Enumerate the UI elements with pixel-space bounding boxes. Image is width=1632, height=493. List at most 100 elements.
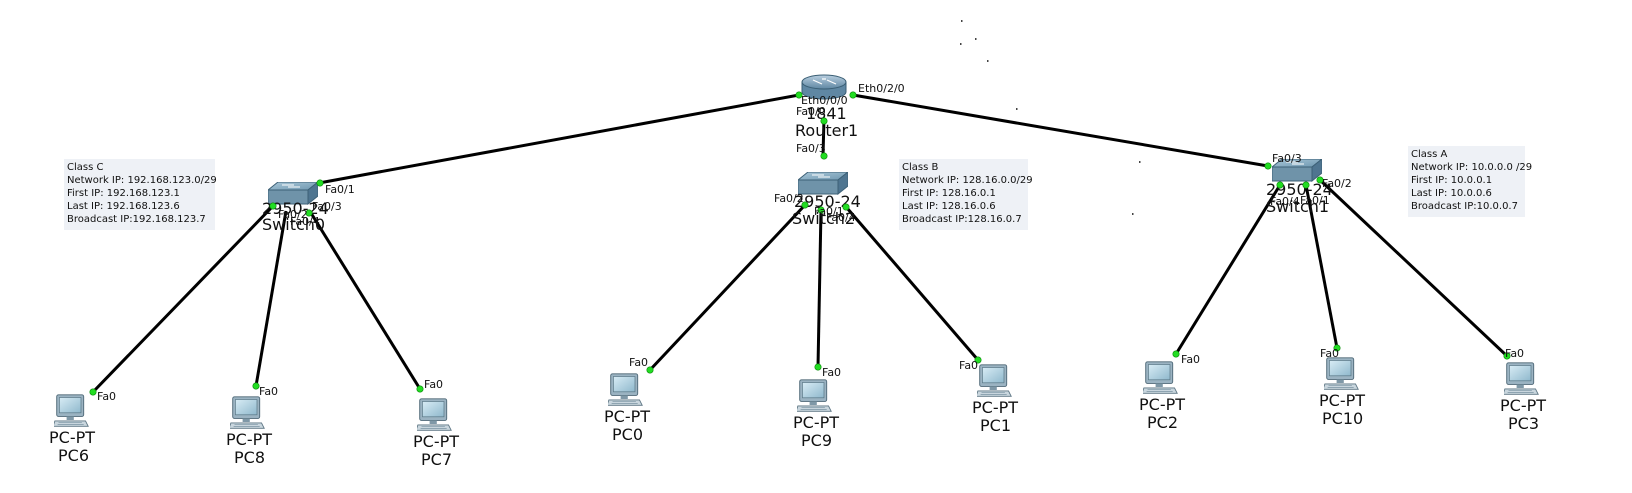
switch-right[interactable]: 2950-24 Switch1 xyxy=(1266,159,1333,216)
pc-name-label: PC8 xyxy=(234,448,265,467)
canvas-specks xyxy=(960,20,1141,215)
pc-name-label: PC3 xyxy=(1508,414,1539,433)
pc-icon xyxy=(1324,357,1359,390)
port-label: Fa0/2 xyxy=(278,208,308,221)
link-swm-pc9 xyxy=(816,209,823,368)
pc-icon xyxy=(54,394,89,427)
pc-icon xyxy=(608,373,643,406)
link-router-sw-left xyxy=(318,93,800,185)
pc-icon xyxy=(1143,361,1178,394)
port-label: Fa0 xyxy=(1505,347,1524,360)
pc-model-label: PC-PT xyxy=(604,407,650,426)
port-label: Eth0/2/0 xyxy=(858,82,905,95)
link-swr-pc2 xyxy=(1174,184,1282,355)
port-label: Fa0/4 xyxy=(290,215,320,228)
link-swr-pc10 xyxy=(1304,184,1339,349)
pc-pc9[interactable]: PC-PT PC9 xyxy=(793,379,839,450)
port-label: Fa0 xyxy=(259,385,278,398)
pc-model-label: PC-PT xyxy=(1319,391,1365,410)
port-label: Fa0/1 xyxy=(325,183,355,196)
pc-name-label: PC2 xyxy=(1147,413,1178,432)
port-labels: Eth0/0/0 Eth0/2/0 Fa0/0 Fa0/3 Fa0/1 Fa0/… xyxy=(97,82,1524,403)
pc-model-label: PC-PT xyxy=(972,398,1018,417)
link-swm-pc0 xyxy=(648,203,807,372)
port-label: Fa0/0 xyxy=(796,105,826,118)
note-line: First IP: 192.168.123.1 xyxy=(67,188,180,199)
port-label: Fa0/4 xyxy=(826,211,856,224)
note-line: Last IP: 192.168.123.6 xyxy=(67,201,180,212)
link-swm-pc1 xyxy=(845,207,980,361)
link-swr-pc3 xyxy=(1318,178,1509,358)
pc-pc7[interactable]: PC-PT PC7 xyxy=(413,398,459,469)
port-link-lights xyxy=(89,91,1511,396)
port-label: Eth0/0/0 xyxy=(801,94,848,107)
switch-name-label: Switch0 xyxy=(262,215,325,234)
switch-name-label: Switch2 xyxy=(792,209,855,228)
port-label: Fa0 xyxy=(822,366,841,379)
router1[interactable]: 1841 Router1 xyxy=(795,74,858,140)
note-line: Class A xyxy=(1411,149,1448,160)
note-line: Last IP: 10.0.0.6 xyxy=(1411,188,1492,199)
pc-name-label: PC6 xyxy=(58,446,89,465)
port-label: Fa0 xyxy=(424,378,443,391)
port-label: Fa0/4 xyxy=(1270,195,1300,208)
pc-model-label: PC-PT xyxy=(49,428,95,447)
pc-pc10[interactable]: PC-PT PC10 xyxy=(1319,357,1365,428)
pc-icon xyxy=(417,398,452,431)
pc-name-label: PC1 xyxy=(980,416,1011,435)
pc-model-label: PC-PT xyxy=(793,413,839,432)
router-icon xyxy=(801,74,847,100)
pc-pc1[interactable]: PC-PT PC1 xyxy=(972,364,1018,435)
port-label: Fa0/1 xyxy=(814,205,844,218)
pc-name-label: PC0 xyxy=(612,425,643,444)
port-label: Fa0/3 xyxy=(312,200,342,213)
switch-icon xyxy=(798,172,848,195)
link-swl-pc7 xyxy=(309,212,422,390)
note-line: Class C xyxy=(67,162,104,173)
port-label: Fa0 xyxy=(959,359,978,372)
pc-name-label: PC9 xyxy=(801,431,832,450)
port-label: Fa0 xyxy=(97,390,116,403)
note-line: Network IP: 192.168.123.0/29 xyxy=(67,175,217,186)
note-line: Class B xyxy=(902,162,939,173)
pc-icon xyxy=(977,364,1012,397)
port-label: Fa0/2 xyxy=(1322,177,1352,190)
port-label: Fa0 xyxy=(629,356,648,369)
link-router-sw-right xyxy=(852,93,1269,168)
pc-pc8[interactable]: PC-PT PC8 xyxy=(226,396,272,467)
router-name-label: Router1 xyxy=(795,121,858,140)
pc-model-label: PC-PT xyxy=(1139,395,1185,414)
switch-name-label: Switch1 xyxy=(1266,197,1329,216)
pc-name-label: PC10 xyxy=(1322,409,1363,428)
port-label: Fa0/3 xyxy=(796,142,826,155)
note-line: Broadcast IP:10.0.0.7 xyxy=(1411,201,1518,212)
note-line: First IP: 128.16.0.1 xyxy=(902,188,996,199)
pc-pc6[interactable]: PC-PT PC6 xyxy=(49,394,95,465)
pc-icon xyxy=(230,396,265,429)
router-model-label: 1841 xyxy=(806,104,847,123)
note-line: Broadcast IP:128.16.0.7 xyxy=(902,214,1022,225)
pc-model-label: PC-PT xyxy=(1500,396,1546,415)
pc-pc0[interactable]: PC-PT PC0 xyxy=(604,373,650,444)
pc-name-label: PC7 xyxy=(421,450,452,469)
note-line: Network IP: 128.16.0.0/29 xyxy=(902,175,1033,186)
pc-icon xyxy=(1504,362,1539,395)
note-line: Broadcast IP:192.168.123.7 xyxy=(67,214,206,225)
pc-model-label: PC-PT xyxy=(413,432,459,451)
pc-pc3[interactable]: PC-PT PC3 xyxy=(1500,362,1546,433)
port-label: Fa0 xyxy=(1181,353,1200,366)
links xyxy=(91,93,1509,394)
link-swl-pc6 xyxy=(91,204,275,394)
link-swl-pc8 xyxy=(254,210,288,387)
note-line: First IP: 10.0.0.1 xyxy=(1411,175,1493,186)
pc-pc2[interactable]: PC-PT PC2 xyxy=(1139,361,1185,432)
pc-icon xyxy=(797,379,832,412)
port-label: Fa0 xyxy=(1320,347,1339,360)
pc-model-label: PC-PT xyxy=(226,430,272,449)
port-label: Fa0/3 xyxy=(1272,152,1302,165)
port-label: Fa0/2 xyxy=(774,192,804,205)
